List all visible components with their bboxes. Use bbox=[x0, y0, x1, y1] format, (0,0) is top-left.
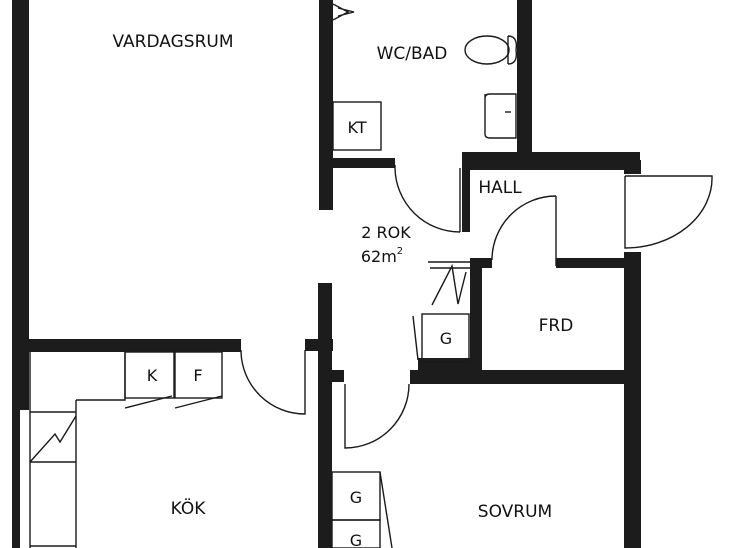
summary-area-value: 62m bbox=[361, 247, 397, 266]
summary-area: 62m2 bbox=[361, 246, 403, 266]
fridge-box bbox=[124, 351, 175, 399]
stove-mark bbox=[29, 415, 77, 463]
wall-hall-top bbox=[462, 152, 640, 170]
bedroom-fixtures bbox=[331, 471, 393, 548]
wall-left-exterior-lower bbox=[12, 410, 20, 548]
wc-fixtures bbox=[332, 3, 518, 151]
room-label-wc-bad: WC/BAD bbox=[377, 44, 448, 64]
wall-frd-left-top bbox=[470, 258, 492, 268]
room-labels: VARDAGSRUM WC/BAD HALL FRD KÖK SOVRUM bbox=[113, 32, 574, 522]
door-bedroom bbox=[344, 383, 410, 449]
fixture-label-kt: KT bbox=[347, 118, 366, 137]
door-swings bbox=[240, 165, 713, 449]
wall-right-exterior bbox=[624, 252, 641, 548]
wall-entrance-right bbox=[624, 160, 641, 174]
walls bbox=[12, 0, 641, 548]
wall-living-kitchen bbox=[29, 339, 241, 352]
kitchen-fixtures bbox=[29, 351, 223, 548]
fixture-labels: KT G K F G G bbox=[147, 118, 452, 548]
wall-frd-top bbox=[556, 258, 631, 268]
room-label-kok: KÖK bbox=[171, 497, 207, 519]
summary-rooms: 2 ROK bbox=[361, 223, 411, 242]
freezer-box bbox=[174, 351, 223, 399]
summary-area-exponent: 2 bbox=[397, 246, 403, 257]
fixture-label-f: F bbox=[193, 366, 202, 385]
toilet-tank bbox=[507, 35, 518, 65]
wall-bedroom-top bbox=[410, 370, 640, 384]
wall-hall-west-upper bbox=[318, 283, 332, 373]
wall-hall-mid-stub bbox=[418, 358, 474, 370]
wall-hall-top-stub bbox=[462, 158, 470, 232]
door-hall-closet bbox=[412, 315, 419, 361]
fixture-label-g-sovrum-2: G bbox=[350, 531, 362, 548]
kt-box bbox=[332, 101, 382, 151]
wardrobe-door-lines bbox=[379, 471, 393, 548]
sink bbox=[484, 93, 517, 139]
door-frd bbox=[491, 195, 557, 266]
kitchen-counter bbox=[29, 352, 126, 548]
wall-bedroom-west-stub bbox=[332, 370, 344, 382]
wall-bedroom-west bbox=[318, 370, 332, 548]
toilet-bowl bbox=[464, 35, 510, 65]
fixture-label-g-hall: G bbox=[440, 329, 452, 348]
fridge-door-line bbox=[124, 395, 223, 409]
wardrobe-sovrum-2 bbox=[331, 519, 381, 548]
wall-wc-bottom bbox=[333, 158, 395, 168]
room-label-frd: FRD bbox=[539, 316, 574, 336]
room-label-hall: HALL bbox=[478, 178, 522, 198]
apartment-summary: 2 ROK 62m2 bbox=[361, 223, 411, 266]
wall-frd-left bbox=[470, 262, 482, 370]
door-entrance bbox=[624, 175, 713, 249]
room-label-sovrum: SOVRUM bbox=[478, 502, 552, 522]
fixture-label-k: K bbox=[147, 366, 158, 385]
fixture-label-g-sovrum-1: G bbox=[350, 488, 362, 507]
door-kitchen bbox=[240, 350, 306, 415]
wall-wc-right bbox=[517, 0, 532, 158]
wall-living-wc bbox=[319, 0, 333, 210]
room-label-vardagsrum: VARDAGSRUM bbox=[113, 32, 234, 52]
wall-left-exterior bbox=[12, 0, 29, 410]
vent-mark bbox=[332, 3, 355, 21]
hall-fixtures bbox=[421, 261, 470, 363]
hall-storage-zigzag bbox=[428, 261, 470, 306]
wardrobe-hall bbox=[421, 313, 470, 363]
door-wc bbox=[394, 165, 461, 233]
